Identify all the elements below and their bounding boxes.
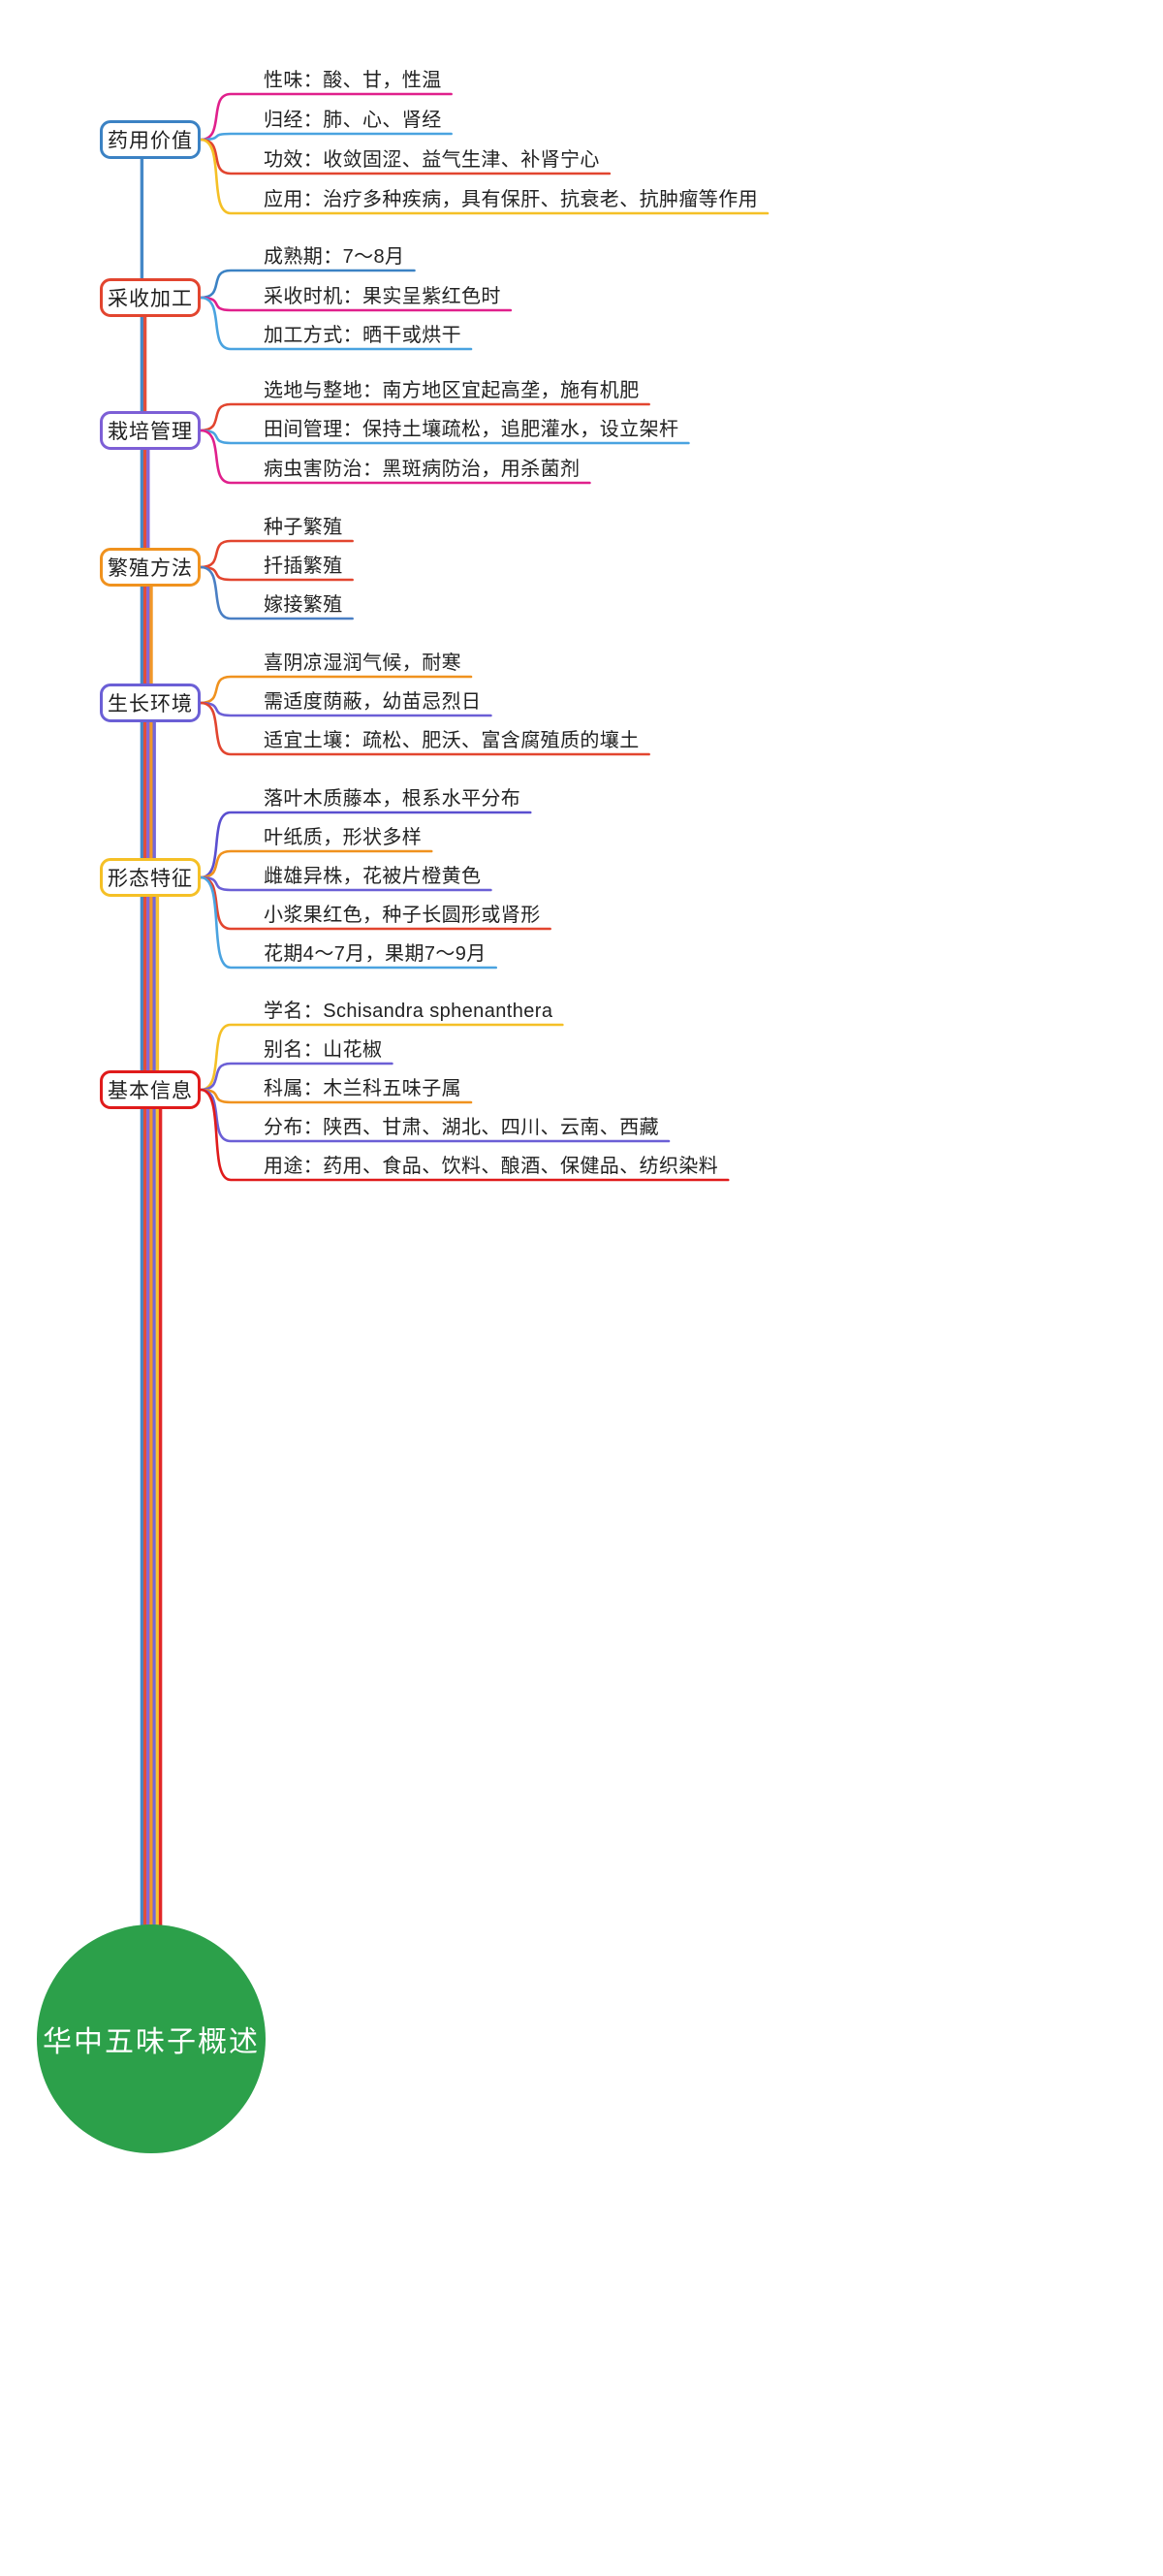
mindmap-leaf-label[interactable]: 选地与整地：南方地区宜起高垄，施有机肥 xyxy=(264,380,640,401)
mindmap-leaf-label[interactable]: 种子繁殖 xyxy=(264,517,343,538)
mindmap-leaf-label[interactable]: 归经：肺、心、肾经 xyxy=(264,110,442,131)
mindmap-leaf-label[interactable]: 学名：Schisandra sphenanthera xyxy=(264,1001,553,1022)
mindmap-leaf-label[interactable]: 功效：收敛固涩、益气生津、补肾宁心 xyxy=(264,149,600,171)
mindmap-leaf-label[interactable]: 需适度荫蔽，幼苗忌烈日 xyxy=(264,691,482,713)
mindmap-leaf-label[interactable]: 扦插繁殖 xyxy=(264,556,343,577)
mindmap-branch-node[interactable]: 繁殖方法 xyxy=(100,548,201,587)
mindmap-leaf-label[interactable]: 嫁接繁殖 xyxy=(264,594,343,616)
mindmap-root-node[interactable]: 华中五味子概述 xyxy=(37,1924,266,2153)
mindmap-leaf-label[interactable]: 成熟期：7～8月 xyxy=(264,246,405,268)
mindmap-leaf-label[interactable]: 田间管理：保持土壤疏松，追肥灌水，设立架杆 xyxy=(264,419,679,440)
mindmap-leaf-label[interactable]: 用途：药用、食品、饮料、酿酒、保健品、纺织染料 xyxy=(264,1156,719,1177)
mindmap-branch-node[interactable]: 基本信息 xyxy=(100,1070,201,1109)
mindmap-leaf-connector xyxy=(199,132,453,142)
mindmap-branch-node[interactable]: 栽培管理 xyxy=(100,411,201,450)
mindmap-leaf-label[interactable]: 病虫害防治：黑斑病防治，用杀菌剂 xyxy=(264,459,581,480)
mindmap-branch-node[interactable]: 药用价值 xyxy=(100,120,201,159)
mindmap-leaf-label[interactable]: 小浆果红色，种子长圆形或肾形 xyxy=(264,905,541,926)
mindmap-leaf-label[interactable]: 性味：酸、甘，性温 xyxy=(264,70,442,91)
mindmap-leaf-label[interactable]: 叶纸质，形状多样 xyxy=(264,827,423,848)
mindmap-branch-node[interactable]: 生长环境 xyxy=(100,684,201,722)
mindmap-branch-node[interactable]: 采收加工 xyxy=(100,278,201,317)
mindmap-leaf-label[interactable]: 喜阴凉湿润气候，耐寒 xyxy=(264,652,461,674)
mindmap-leaf-label[interactable]: 适宜土壤：疏松、肥沃、富含腐殖质的壤土 xyxy=(264,730,640,751)
mindmap-leaf-label[interactable]: 分布：陕西、甘肃、湖北、四川、云南、西藏 xyxy=(264,1117,659,1138)
mindmap-leaf-label[interactable]: 雌雄异株，花被片橙黄色 xyxy=(264,866,482,887)
mindmap-leaf-label[interactable]: 落叶木质藤本，根系水平分布 xyxy=(264,788,521,810)
mindmap-leaf-label[interactable]: 别名：山花椒 xyxy=(264,1039,383,1061)
mindmap-leaf-label[interactable]: 采收时机：果实呈紫红色时 xyxy=(264,286,501,307)
mindmap-leaf-label[interactable]: 应用：治疗多种疾病，具有保肝、抗衰老、抗肿瘤等作用 xyxy=(264,189,758,210)
mindmap-leaf-label[interactable]: 加工方式：晒干或烘干 xyxy=(264,325,461,346)
mindmap-branch-node[interactable]: 形态特征 xyxy=(100,858,201,897)
mindmap-leaf-label[interactable]: 花期4～7月，果期7～9月 xyxy=(264,943,487,965)
mindmap-leaf-label[interactable]: 科属：木兰科五味子属 xyxy=(264,1078,461,1099)
